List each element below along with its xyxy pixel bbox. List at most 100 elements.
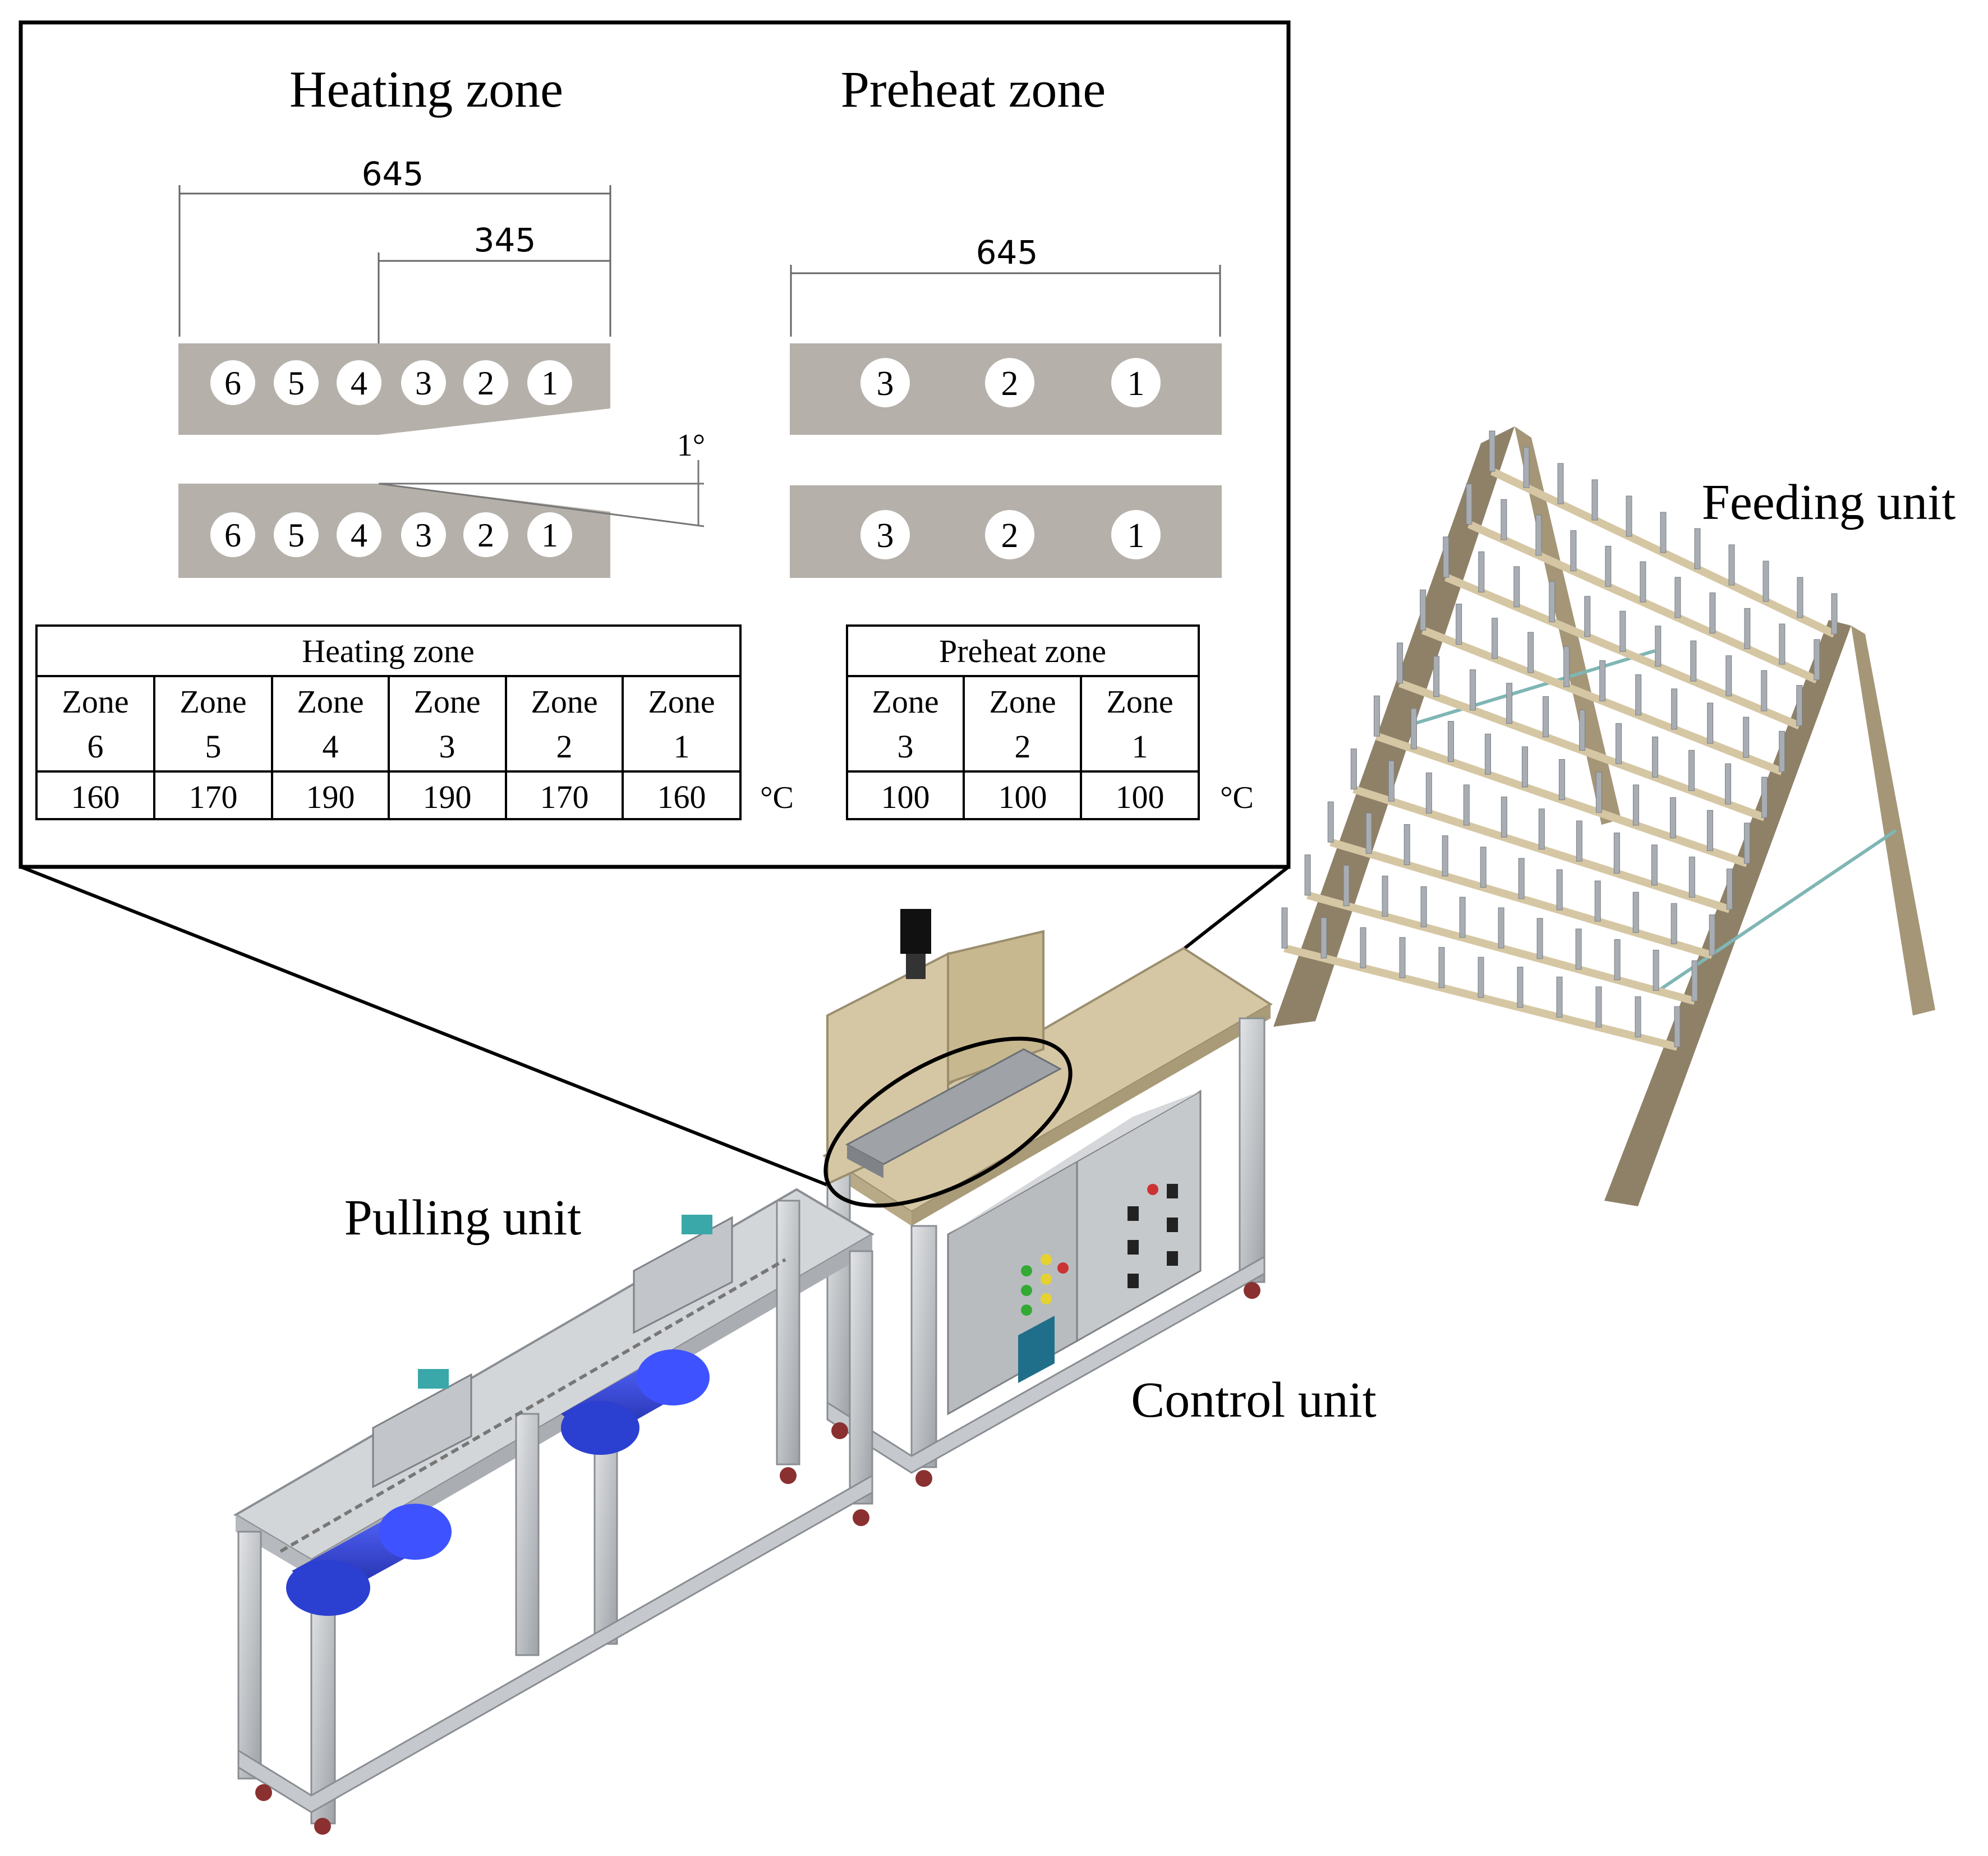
heating-partial-length: 345 (474, 221, 536, 259)
fiber-spool-pin (1433, 656, 1440, 697)
fiber-spool-pin (1762, 561, 1769, 602)
zone-marker: 2 (463, 360, 508, 405)
preheat-total-length: 645 (976, 233, 1038, 272)
indicator-light (1021, 1285, 1032, 1296)
fiber-spool-pin (1640, 561, 1646, 603)
fiber-spool-pin (1688, 856, 1695, 898)
fiber-spool-pin (1558, 759, 1565, 801)
caster-wheel (831, 1422, 848, 1439)
zone-number: 3 (898, 728, 914, 765)
fiber-spool-pin (1365, 812, 1372, 854)
fiber-spool-pin (1814, 639, 1820, 681)
fiber-spool-pin (1304, 855, 1311, 896)
zone-marker: 1 (527, 512, 572, 557)
fiber-spool-pin (1690, 640, 1697, 682)
svg-text:2: 2 (477, 365, 494, 402)
caster-wheel (1244, 1282, 1260, 1299)
zone-marker: 3 (860, 358, 910, 407)
caster-wheel (915, 1470, 932, 1487)
svg-text:4: 4 (351, 517, 367, 554)
fiber-spool-pin (1517, 967, 1524, 1008)
zone-number: 1 (1132, 728, 1148, 765)
zone-marker: 1 (527, 360, 572, 405)
fiber-spool-pin (1543, 696, 1549, 738)
zone-marker: 3 (401, 360, 446, 405)
fiber-spool-pin (1438, 947, 1445, 988)
zone-marker: 5 (274, 360, 319, 405)
preheat-table-cells: Zone 3 100 Zone 2 100 Zone 1 100 (872, 683, 1173, 815)
fiber-spool-pin (1388, 760, 1395, 802)
pulling-frame-leg (849, 1250, 873, 1505)
fiber-spool-pin (1470, 669, 1476, 711)
fiber-spool-pin (1463, 784, 1470, 826)
caster-wheel (853, 1509, 869, 1526)
fiber-spool-pin (1605, 545, 1612, 587)
fiber-spool-pin (1420, 589, 1426, 631)
fiber-spool-pin (1350, 748, 1357, 790)
zoom-callout: Heating zone Preheat zone 645 345 1° 6 5… (19, 20, 1291, 1190)
fiber-spool-pin (1709, 592, 1716, 634)
zone-number: 1 (674, 728, 690, 765)
fiber-spool-pin (1632, 892, 1639, 933)
fiber-spool-pin (1480, 847, 1487, 888)
zone-marker: 2 (985, 510, 1034, 559)
pulling-frame-front (236, 1515, 311, 1577)
fiber-spool-pin (1613, 832, 1620, 874)
fiber-spool-pin (1626, 495, 1632, 537)
zone-marker: 3 (860, 510, 910, 559)
fiber-spool-pin (1320, 917, 1327, 959)
callout-frame (19, 20, 1291, 869)
pulling-unit-label: Pulling unit (344, 1190, 582, 1246)
fiber-spool-pin (1513, 566, 1520, 608)
zone-temperature: 100 (1116, 779, 1165, 815)
zone-marker: 6 (210, 512, 255, 557)
fiber-spool-pin (1761, 777, 1768, 818)
svg-text:3: 3 (877, 365, 894, 403)
zone-temperature: 100 (998, 779, 1047, 815)
fiber-spool-pin (1599, 660, 1606, 701)
callout-leader-left (20, 865, 837, 1190)
fiber-spool-pin (1399, 937, 1406, 978)
fiber-spool-pin (1570, 530, 1577, 572)
fiber-spool-pin (1425, 772, 1432, 814)
caster-wheel (314, 1818, 331, 1835)
fiber-spool-pin (1576, 820, 1582, 862)
zone-label: Zone (872, 683, 938, 720)
fiber-spool-pin (1327, 801, 1334, 843)
zone-temperature: 170 (189, 779, 238, 815)
fiber-spool-pin (1796, 685, 1803, 727)
fiber-spool-pin (1725, 763, 1732, 805)
fiber-spool-pin (1442, 835, 1448, 877)
fiber-spool-pin (1579, 709, 1586, 751)
fiber-spool-pin (1653, 949, 1659, 991)
fiber-spool-pin (1584, 596, 1591, 637)
zone-marker: 2 (985, 358, 1034, 407)
switch-grid (1128, 1184, 1178, 1288)
fiber-spool-pin (1343, 865, 1350, 906)
table-leg (910, 1225, 937, 1468)
fiber-spool-pin (1725, 655, 1732, 697)
fiber-spool-pin (1674, 1006, 1681, 1048)
press-coupling (906, 954, 926, 979)
heating-upper-zone-markers: 6 5 4 3 2 1 (210, 360, 572, 405)
fiber-spool-pin (1527, 632, 1534, 673)
table-bottom-rail (826, 1255, 1265, 1474)
fiber-spool-pin (1459, 897, 1466, 938)
fiber-spool-pin (1575, 929, 1582, 970)
fiber-spool-pin (1447, 721, 1454, 762)
fiber-spool-pin (1660, 512, 1667, 553)
pulling-frame-leg (776, 1200, 800, 1465)
svg-text:1: 1 (541, 365, 558, 402)
indicator-light (1041, 1254, 1052, 1265)
feeding-unit-illustration (1273, 426, 1935, 1206)
fiber-spool-pin (1797, 577, 1803, 618)
rack-brace (1654, 829, 1897, 995)
preheat-zone-title: Preheat zone (841, 61, 1106, 118)
svg-text:1: 1 (1128, 365, 1145, 403)
fiber-spool-pin (1594, 880, 1601, 922)
fiber-spool-pin (1726, 869, 1733, 910)
zone-temperature: 160 (657, 779, 706, 815)
svg-text:2: 2 (1001, 517, 1019, 555)
fiber-spool-pin (1635, 674, 1642, 716)
